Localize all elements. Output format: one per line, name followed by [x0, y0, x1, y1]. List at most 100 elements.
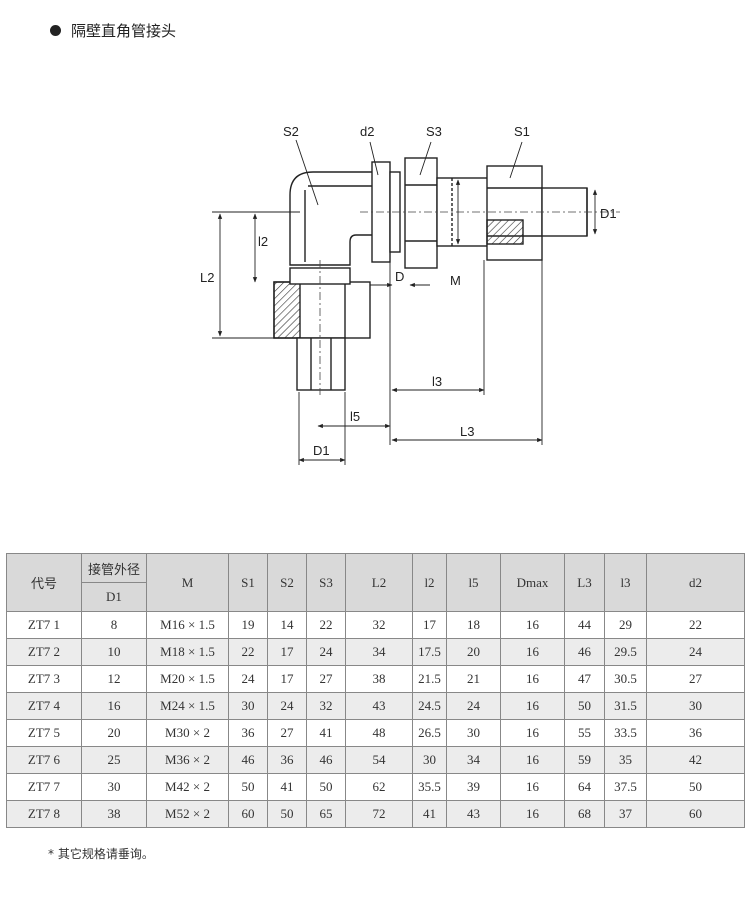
header-S1: S1: [228, 553, 268, 612]
table-cell: 22: [228, 638, 268, 666]
table-cell: M42 × 2: [146, 773, 229, 801]
table-cell: 17: [412, 611, 447, 639]
header-S3: S3: [306, 553, 346, 612]
table-cell: M24 × 1.5: [146, 692, 229, 720]
table-cell: 30: [412, 746, 447, 774]
table-cell: ZT7 2: [6, 638, 82, 666]
table-cell: 29: [604, 611, 647, 639]
table-cell: 16: [500, 611, 565, 639]
table-cell: 62: [345, 773, 413, 801]
table-cell: 43: [446, 800, 501, 828]
table-cell: 8: [81, 611, 147, 639]
header-l5: l5: [446, 553, 501, 612]
table-cell: 37: [604, 800, 647, 828]
table-cell: 21: [446, 665, 501, 693]
table-cell: M20 × 1.5: [146, 665, 229, 693]
bottom-tube: [296, 337, 346, 391]
table-cell: 50: [306, 773, 346, 801]
table-cell: 30: [228, 692, 268, 720]
header-tube-od: 接管外径: [81, 553, 147, 583]
table-cell: 30: [646, 692, 745, 720]
table-cell: 50: [228, 773, 268, 801]
table-cell: M16 × 1.5: [146, 611, 229, 639]
table-cell: ZT7 6: [6, 746, 82, 774]
label-d2: d2: [360, 124, 374, 139]
table-cell: 50: [267, 800, 307, 828]
label-D1-right: D1: [600, 206, 617, 221]
table-cell: 34: [446, 746, 501, 774]
table-cell: 41: [412, 800, 447, 828]
header-Dmax: Dmax: [500, 553, 565, 612]
table-cell: 64: [564, 773, 605, 801]
table-cell: 20: [446, 638, 501, 666]
table-cell: 26.5: [412, 719, 447, 747]
header-M: M: [146, 553, 229, 612]
table-cell: 30: [446, 719, 501, 747]
table-cell: 32: [345, 611, 413, 639]
table-cell: M52 × 2: [146, 800, 229, 828]
table-cell: 41: [306, 719, 346, 747]
label-l3: l3: [432, 374, 442, 389]
table-cell: 44: [564, 611, 605, 639]
table-cell: 27: [267, 719, 307, 747]
label-l5: l5: [350, 409, 360, 424]
label-D: D: [395, 269, 404, 284]
table-cell: 35: [604, 746, 647, 774]
right-nut: [486, 165, 543, 261]
table-cell: 17: [267, 638, 307, 666]
table-cell: 16: [500, 665, 565, 693]
table-cell: 27: [306, 665, 346, 693]
table-cell: 10: [81, 638, 147, 666]
table-cell: M36 × 2: [146, 746, 229, 774]
table-cell: 46: [564, 638, 605, 666]
table-cell: 17: [267, 665, 307, 693]
table-cell: 32: [306, 692, 346, 720]
table-cell: 16: [500, 692, 565, 720]
header-L2: L2: [345, 553, 413, 612]
table-cell: 16: [500, 800, 565, 828]
label-S3: S3: [426, 124, 442, 139]
table-cell: 55: [564, 719, 605, 747]
table-cell: 50: [564, 692, 605, 720]
table-cell: M18 × 1.5: [146, 638, 229, 666]
table-cell: 41: [267, 773, 307, 801]
section-title: 隔壁直角管接头: [50, 20, 176, 41]
table-cell: ZT7 7: [6, 773, 82, 801]
table-cell: 38: [81, 800, 147, 828]
label-S2: S2: [283, 124, 299, 139]
table-cell: 72: [345, 800, 413, 828]
table-cell: 39: [446, 773, 501, 801]
header-D1: D1: [81, 582, 147, 612]
table-cell: 43: [345, 692, 413, 720]
table-cell: 34: [345, 638, 413, 666]
label-l2: l2: [258, 234, 268, 249]
bullet-icon: [50, 25, 61, 36]
table-cell: 27: [646, 665, 745, 693]
table-cell: 30.5: [604, 665, 647, 693]
label-M: M: [450, 273, 461, 288]
table-cell: 16: [81, 692, 147, 720]
table-header-row: 代号 接管外径 M S1 S2 S3 L2 l2 l5 Dmax L3 l3 d…: [6, 553, 745, 612]
table-cell: 16: [500, 638, 565, 666]
table-cell: 18: [446, 611, 501, 639]
table-cell: 12: [81, 665, 147, 693]
table-cell: M30 × 2: [146, 719, 229, 747]
table-cell: 16: [500, 773, 565, 801]
table-cell: 31.5: [604, 692, 647, 720]
table-cell: 24: [306, 638, 346, 666]
table-cell: 19: [228, 611, 268, 639]
table-cell: 36: [646, 719, 745, 747]
technical-drawing: S2 d2 S3 S1 D1 l2 L2 D M l3 l5 L3 D1: [200, 124, 620, 465]
table-cell: 16: [500, 746, 565, 774]
table-cell: 46: [228, 746, 268, 774]
table-cell: 21.5: [412, 665, 447, 693]
header-code: 代号: [6, 553, 82, 612]
header-l3: l3: [604, 553, 647, 612]
table-cell: 35.5: [412, 773, 447, 801]
table-cell: ZT7 5: [6, 719, 82, 747]
